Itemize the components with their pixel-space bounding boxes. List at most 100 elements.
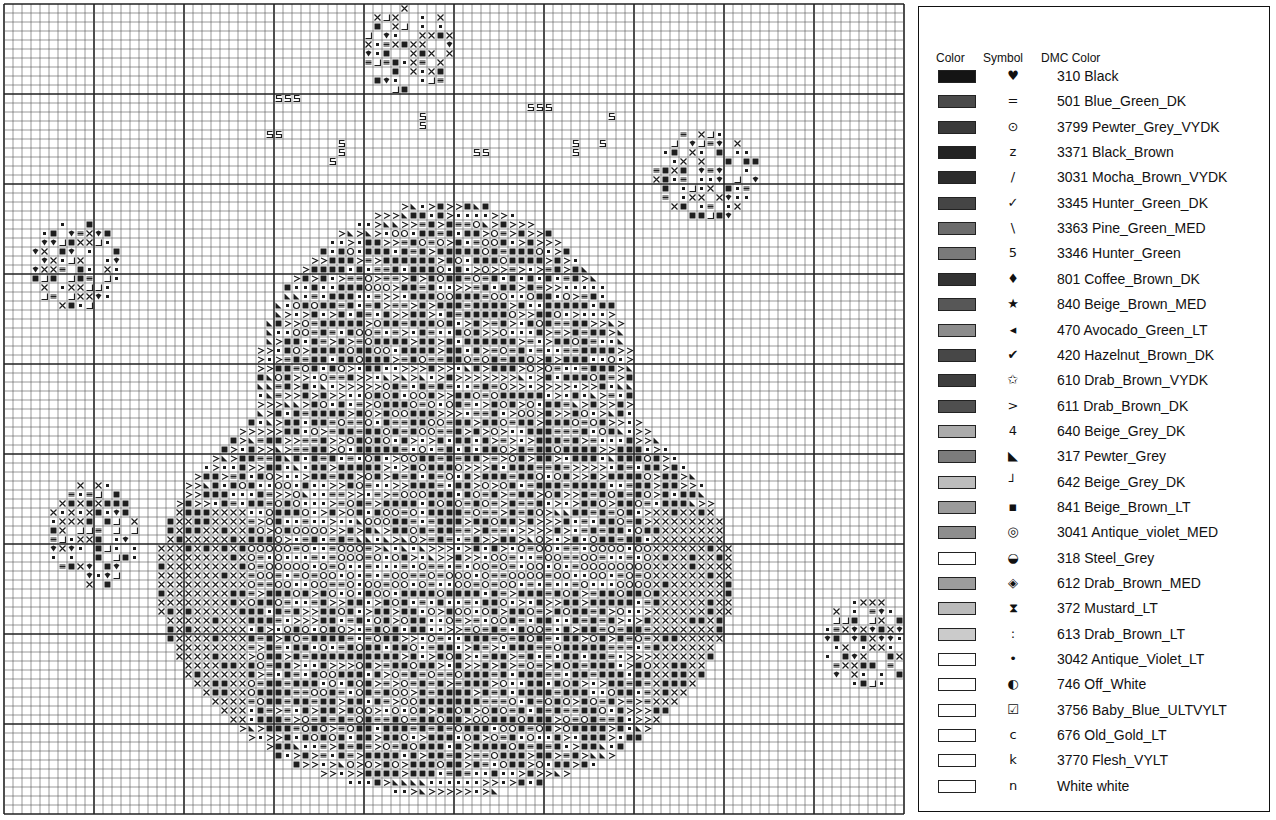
stitch-symbol (313, 565, 316, 568)
stitch-symbol (438, 222, 444, 228)
stitch-symbol (51, 267, 57, 273)
stitch-symbol (681, 555, 687, 561)
stitch-symbol (556, 277, 559, 280)
stitch-symbol (438, 358, 444, 361)
stitch-symbol (520, 484, 523, 487)
stitch-symbol (610, 439, 613, 442)
stitch-symbol (682, 187, 685, 190)
stitch-symbol (501, 492, 507, 498)
stitch-symbol (384, 384, 390, 390)
stitch-symbol (636, 492, 642, 498)
stitch-symbol (510, 475, 516, 478)
stitch-symbol (447, 231, 453, 237)
stitch-symbol (564, 330, 570, 336)
stitch-symbol (564, 258, 570, 264)
stitch-symbol (627, 537, 633, 543)
stitch-symbol (402, 330, 408, 336)
stitch-symbol (601, 313, 604, 316)
stitch-symbol (402, 402, 408, 408)
stitch-symbol (438, 204, 444, 210)
stitch-symbol (69, 294, 75, 300)
stitch-symbol (231, 438, 237, 444)
stitch-symbol (294, 393, 300, 399)
stitch-symbol (447, 42, 453, 48)
stitch-symbol (195, 528, 201, 534)
stitch-symbol (465, 277, 471, 280)
stitch-symbol (330, 430, 336, 433)
stitch-symbol (546, 366, 552, 372)
stitch-symbol (214, 502, 217, 505)
stitch-symbol (690, 474, 696, 480)
stitch-symbol (690, 483, 696, 489)
stitch-symbol (249, 520, 255, 523)
stitch-symbol (330, 438, 336, 444)
stitch-symbol (448, 331, 451, 334)
stitch-symbol (474, 465, 480, 471)
stitch-symbol (609, 312, 615, 318)
stitch-symbol (303, 546, 309, 552)
stitch-symbol (591, 465, 597, 471)
stitch-symbol (582, 331, 588, 334)
stitch-symbol (708, 186, 714, 192)
stitch-symbol (348, 384, 354, 390)
stitch-symbol (366, 402, 372, 408)
stitch-symbol (528, 393, 534, 399)
stitch-symbol (447, 447, 453, 453)
stitch-symbol (339, 502, 345, 505)
stitch-symbol (267, 528, 273, 534)
stitch-symbol (303, 520, 309, 523)
stitch-symbol (538, 304, 541, 307)
stitch-symbol (393, 312, 399, 318)
stitch-symbol (411, 528, 417, 534)
stitch-symbol (133, 547, 136, 550)
stitch-symbol (645, 502, 651, 505)
stitch-symbol (537, 249, 543, 255)
stitch-symbol (708, 528, 714, 534)
stitch-symbol (276, 375, 282, 381)
stitch-symbol (411, 420, 417, 426)
stitch-symbol (420, 240, 426, 246)
stitch-symbol (402, 411, 408, 417)
stitch-symbol (690, 195, 696, 201)
stitch-symbol (474, 412, 480, 415)
stitch-symbol (294, 501, 300, 507)
stitch-symbol (573, 375, 579, 381)
stitch-symbol (510, 402, 516, 408)
stitch-symbol (294, 375, 300, 381)
stitch-symbol (358, 250, 361, 253)
stitch-symbol (520, 277, 523, 280)
stitch-symbol (592, 304, 595, 307)
stitch-symbol (492, 474, 498, 480)
stitch-symbol (600, 537, 606, 543)
stitch-symbol (672, 555, 678, 561)
stitch-symbol (457, 448, 460, 451)
stitch-symbol (348, 231, 354, 237)
stitch-symbol (555, 430, 561, 433)
stitch-symbol (276, 546, 282, 552)
stitch-symbol (258, 348, 264, 354)
stitch-symbol (402, 6, 408, 12)
stitch-symbol (286, 412, 289, 415)
stitch-symbol (726, 555, 732, 561)
stitch-symbol (438, 501, 444, 507)
stitch-symbol (708, 205, 714, 208)
stitch-symbol (690, 528, 696, 534)
stitch-symbol (249, 501, 255, 507)
stitch-symbol (456, 294, 462, 300)
stitch-symbol (411, 294, 417, 300)
stitch-symbol (295, 484, 298, 487)
stitch-symbol (357, 546, 363, 552)
stitch-symbol (87, 240, 93, 246)
stitch-symbol (745, 169, 748, 172)
stitch-symbol (430, 376, 433, 379)
stitch-symbol (492, 502, 498, 505)
stitch-symbol (393, 474, 399, 480)
stitch-symbol (627, 501, 633, 507)
stitch-symbol (663, 168, 669, 174)
stitch-symbol (303, 510, 309, 516)
stitch-symbol (231, 510, 237, 516)
stitch-symbol (510, 483, 516, 489)
stitch-symbol (591, 366, 597, 372)
stitch-symbol (574, 259, 577, 262)
stitch-symbol (483, 339, 489, 345)
